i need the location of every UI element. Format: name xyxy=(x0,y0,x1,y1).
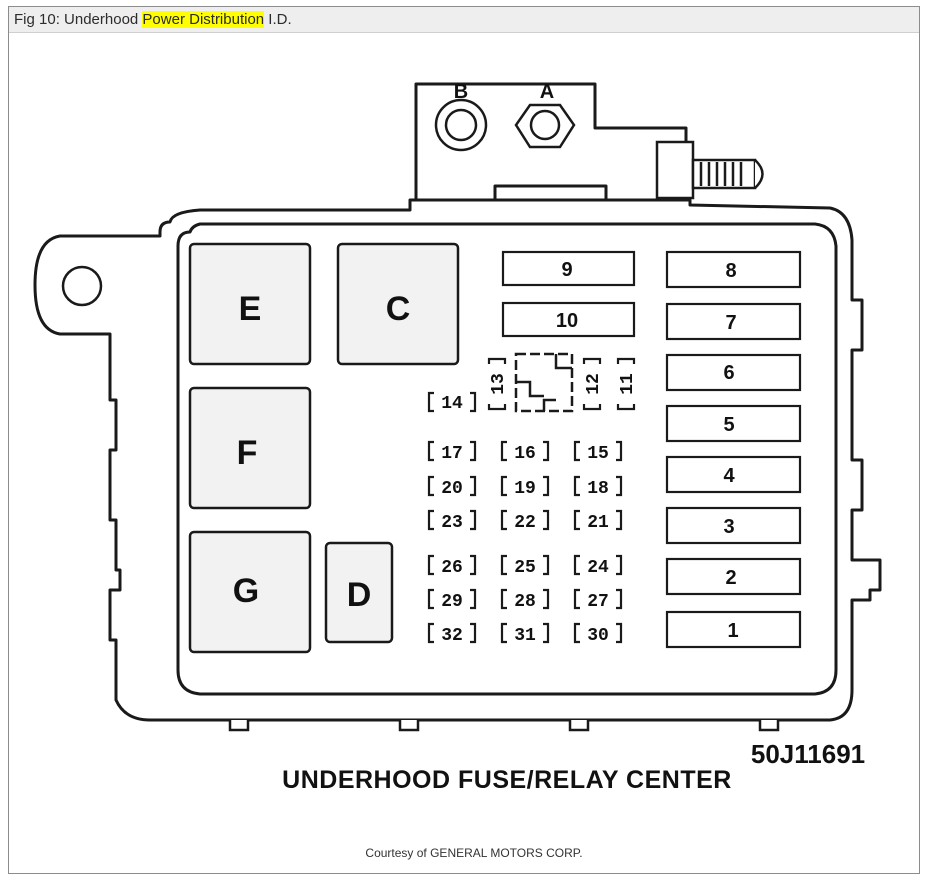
mini-fuse-22: 22 xyxy=(500,509,550,533)
relay-e-label: E xyxy=(239,290,262,328)
mini-fuse-20: 20 xyxy=(427,475,477,499)
mini-fuse-21-label: 21 xyxy=(587,513,609,533)
mini-fuse-28-label: 28 xyxy=(514,592,536,612)
fuse-3: 3 xyxy=(665,506,802,545)
housing-notch xyxy=(493,184,608,200)
mini-fuse-29-label: 29 xyxy=(441,592,463,612)
relay-f-label: F xyxy=(237,434,258,472)
fuse-3-label: 3 xyxy=(723,516,734,538)
mini-fuse-30-label: 30 xyxy=(587,626,609,646)
mini-fuse-28: 28 xyxy=(500,588,550,612)
relay-d: D xyxy=(324,541,394,644)
mini-fuse-32-label: 32 xyxy=(441,626,463,646)
fuse-7: 7 xyxy=(665,302,802,341)
mini-fuse-30: 30 xyxy=(573,622,623,646)
mini-fuse-32: 32 xyxy=(427,622,477,646)
mounting-hole xyxy=(61,265,103,307)
mini-fuse-22-label: 22 xyxy=(514,513,536,533)
mini-fuse-23: 23 xyxy=(427,509,477,533)
mini-fuse-31: 31 xyxy=(500,622,550,646)
terminal-housing xyxy=(414,82,688,200)
fuse-4: 4 xyxy=(665,455,802,494)
fuse-1-label: 1 xyxy=(727,620,738,642)
fuse-2: 2 xyxy=(665,557,802,596)
terminal-a-label: A xyxy=(540,81,554,103)
fuse-8-label: 8 xyxy=(725,260,736,282)
mini-fuse-20-label: 20 xyxy=(441,479,463,499)
mini-fuse-14: 14 xyxy=(427,391,477,414)
diagram-code: 50J11691 xyxy=(751,739,865,769)
mini-fuse-31-label: 31 xyxy=(514,626,536,646)
mini-fuse-27-label: 27 xyxy=(587,592,609,612)
mini-fuse-19: 19 xyxy=(500,475,550,499)
relay-d-label: D xyxy=(347,576,372,614)
mini-fuse-27: 27 xyxy=(573,588,623,612)
mini-fuse-19-label: 19 xyxy=(514,479,536,499)
mini-fuse-15: 15 xyxy=(573,440,623,464)
mini-fuse-16: 16 xyxy=(500,440,550,464)
mini-fuse-25: 25 xyxy=(500,554,550,578)
fuse-8: 8 xyxy=(665,250,802,289)
mini-fuse-26-label: 26 xyxy=(441,558,463,578)
mini-fuse-23-label: 23 xyxy=(441,513,463,533)
mini-fuse-17-label: 17 xyxy=(441,444,463,464)
fuse-9-label: 9 xyxy=(561,259,572,281)
terminal-b: B xyxy=(434,81,488,152)
mini-fuse-11: 11 xyxy=(616,357,638,411)
fuse-5-label: 5 xyxy=(723,414,734,436)
diagram-title: UNDERHOOD FUSE/RELAY CENTER xyxy=(282,766,732,794)
fuse-6-label: 6 xyxy=(723,362,734,384)
mini-fuse-18-label: 18 xyxy=(587,479,609,499)
fuse-1: 1 xyxy=(665,610,802,649)
fuse-6: 6 xyxy=(665,353,802,392)
relay-e: E xyxy=(188,242,312,366)
mini-fuse-24-label: 24 xyxy=(587,558,609,578)
credit-line: Courtesy of GENERAL MOTORS CORP. xyxy=(365,846,583,860)
fuse-2-label: 2 xyxy=(725,567,736,589)
relay-c-label: C xyxy=(386,290,411,328)
mini-fuse-17: 17 xyxy=(427,440,477,464)
housing-outer xyxy=(33,198,882,722)
mini-fuse-29: 29 xyxy=(427,588,477,612)
stud-bolt-icon xyxy=(655,140,764,200)
fuse-10: 10 xyxy=(501,301,636,338)
mini-fuse-13-label: 13 xyxy=(489,373,509,395)
mini-fuse-12: 12 xyxy=(582,357,604,411)
mini-fuse-21: 21 xyxy=(573,509,623,533)
mini-fuse-12-label: 12 xyxy=(584,373,604,395)
relay-c: C xyxy=(336,242,460,366)
terminal-a: A xyxy=(514,81,576,149)
bottom-tabs xyxy=(228,720,780,732)
mini-fuse-24: 24 xyxy=(573,554,623,578)
fuse-5: 5 xyxy=(665,404,802,443)
mini-fuse-11-label: 11 xyxy=(618,373,638,395)
mini-fuse-14-label: 14 xyxy=(441,394,463,414)
relay-g-label: G xyxy=(233,572,259,610)
relay-f: F xyxy=(188,386,312,510)
mini-fuse-15-label: 15 xyxy=(587,444,609,464)
fuse-4-label: 4 xyxy=(723,465,735,487)
caption-prefix: Fig 10: Underhood xyxy=(14,11,143,28)
mini-fuse-16-label: 16 xyxy=(514,444,536,464)
terminal-b-label: B xyxy=(454,81,468,103)
mini-fuse-26: 26 xyxy=(427,554,477,578)
figure-caption: Fig 10: Underhood Power Distribution I.D… xyxy=(9,7,919,33)
fuse-7-label: 7 xyxy=(725,312,736,334)
caption-suffix: I.D. xyxy=(264,11,292,28)
fuse-10-label: 10 xyxy=(556,310,578,332)
housing-inner xyxy=(176,222,838,696)
center-block xyxy=(514,352,574,413)
relay-g: G xyxy=(188,530,312,654)
mini-fuse-18: 18 xyxy=(573,475,623,499)
fuse-9: 9 xyxy=(501,250,636,287)
caption-highlight: Power Distribution xyxy=(142,11,265,28)
mini-fuse-25-label: 25 xyxy=(514,558,536,578)
mini-fuse-grid: 17 16 15 20 19 18 23 22 21 26 25 24 29 28 27 32 31 30 xyxy=(427,440,623,646)
mini-fuse-13: 13 xyxy=(487,357,509,411)
